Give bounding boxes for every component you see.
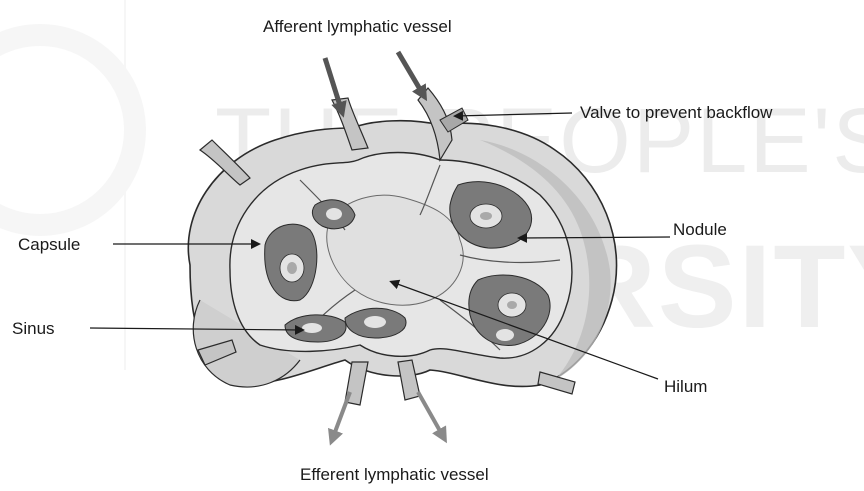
- efferent-arrow-2: [418, 392, 444, 438]
- efferent-label: Efferent lymphatic vessel: [300, 466, 489, 483]
- hilum-label: Hilum: [664, 378, 707, 395]
- lymph-node: [188, 121, 616, 387]
- capsule-label: Capsule: [18, 236, 80, 253]
- afferent-label: Afferent lymphatic vessel: [263, 18, 452, 35]
- watermark-logo: [0, 0, 135, 370]
- afferent-arrow-2: [398, 52, 424, 96]
- sinus-label: Sinus: [12, 320, 55, 337]
- valve-leader: [456, 113, 572, 116]
- valve-label: Valve to prevent backflow: [580, 104, 772, 121]
- nodule-label: Nodule: [673, 221, 727, 238]
- efferent-arrow-1: [332, 392, 350, 440]
- nodule-lower-left: [285, 315, 346, 342]
